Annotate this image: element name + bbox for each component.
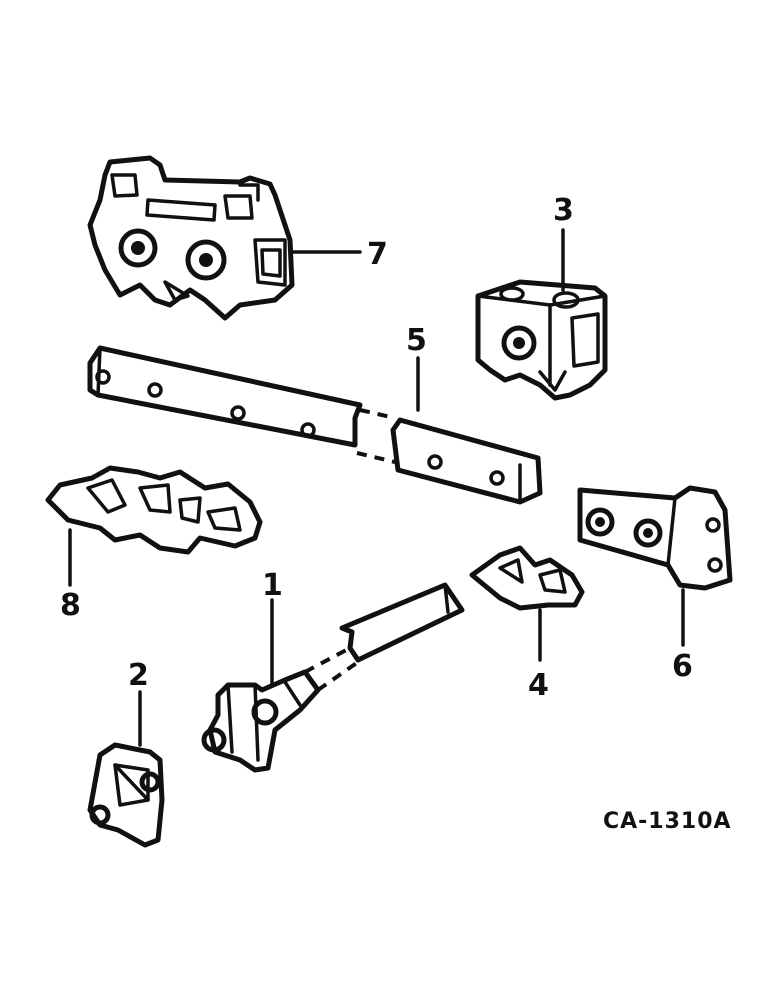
callout-6-label: 6: [672, 649, 693, 684]
callout-5: 5: [406, 323, 427, 412]
callout-5-label: 5: [406, 323, 427, 358]
callout-7-label: 7: [367, 237, 388, 272]
part-1-hinge-arm: [201, 582, 465, 773]
part-6-plate-bracket: [577, 485, 733, 591]
part-8-triple-loop-casting: [45, 465, 263, 555]
callout-2-label: 2: [128, 658, 149, 693]
callout-4: 4: [528, 608, 549, 703]
callout-2: 2: [128, 658, 149, 747]
callout-6: 6: [672, 588, 693, 684]
part-5-long-bar: [87, 345, 543, 505]
part-2-small-bracket: [87, 742, 165, 848]
callout-3: 3: [553, 193, 574, 292]
drawing-code: CA-1310A: [603, 809, 732, 834]
callout-4-label: 4: [528, 668, 549, 703]
part-7-casting-block: [87, 155, 295, 321]
callout-7: 7: [290, 237, 388, 272]
callout-1: 1: [262, 568, 283, 687]
part-4-small-casting: [469, 545, 585, 611]
callout-1-label: 1: [262, 568, 283, 603]
callout-3-label: 3: [553, 193, 574, 228]
part-3-small-block: [475, 279, 608, 401]
callout-8: 8: [60, 528, 81, 623]
callout-8-label: 8: [60, 588, 81, 623]
